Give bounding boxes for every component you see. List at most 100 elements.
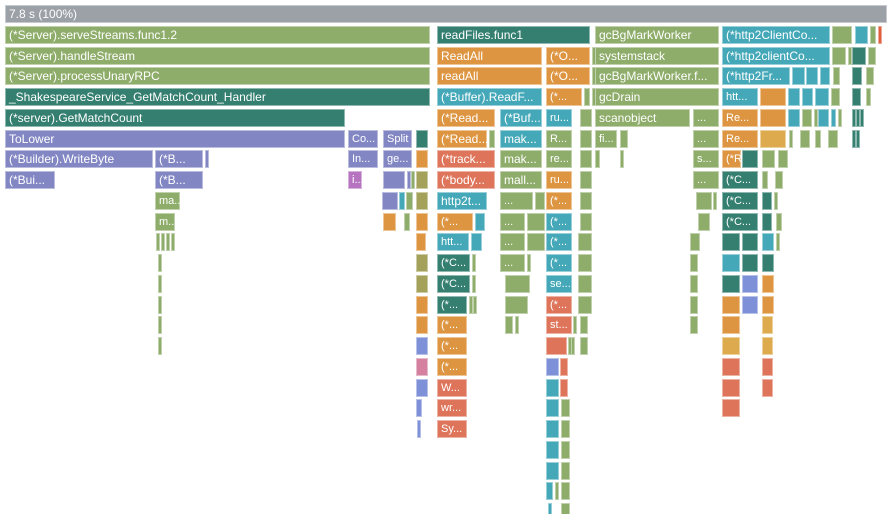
flame-frame-unlabeled[interactable] <box>546 379 559 397</box>
flame-frame-unlabeled[interactable] <box>722 233 740 251</box>
flame-frame[interactable]: Split <box>383 130 412 148</box>
flame-frame-unlabeled[interactable] <box>852 88 861 106</box>
flame-frame[interactable]: W... <box>437 379 467 397</box>
flame-frame[interactable]: readFiles.func1 <box>437 26 590 44</box>
flame-frame-unlabeled[interactable] <box>620 130 628 148</box>
flame-frame-unlabeled[interactable] <box>698 213 710 231</box>
flame-frame-unlabeled[interactable] <box>820 67 830 85</box>
flame-frame[interactable]: (*http2Fr... <box>722 67 790 85</box>
flame-frame-unlabeled[interactable] <box>171 233 175 251</box>
flame-frame[interactable]: (*C... <box>437 254 470 272</box>
flame-frame-unlabeled[interactable] <box>762 192 772 210</box>
flame-frame-unlabeled[interactable] <box>580 150 592 168</box>
flame-frame-unlabeled[interactable] <box>775 171 783 189</box>
flame-frame-unlabeled[interactable] <box>762 150 775 168</box>
flame-frame-unlabeled[interactable] <box>416 275 428 293</box>
flame-frame-unlabeled[interactable] <box>546 399 559 417</box>
flame-frame-unlabeled[interactable] <box>713 192 717 210</box>
flame-frame[interactable]: (*track... <box>437 150 495 168</box>
flame-frame[interactable]: Re... <box>722 109 758 127</box>
flame-frame-unlabeled[interactable] <box>527 254 531 272</box>
flame-frame[interactable]: ru... <box>546 109 572 127</box>
flame-frame[interactable]: (*Server).serveStreams.func1.2 <box>5 26 430 44</box>
flame-frame[interactable]: i... <box>348 171 362 189</box>
flame-frame-unlabeled[interactable] <box>166 233 170 251</box>
flame-frame[interactable]: (*... <box>437 316 467 334</box>
flame-frame[interactable]: R... <box>546 130 572 148</box>
flame-frame[interactable]: (*O... <box>546 67 590 85</box>
flame-frame[interactable]: ... <box>693 171 719 189</box>
flame-frame-unlabeled[interactable] <box>580 213 592 231</box>
flame-frame-unlabeled[interactable] <box>690 296 698 314</box>
flame-frame-unlabeled[interactable] <box>416 254 428 272</box>
flame-frame-unlabeled[interactable] <box>592 47 596 65</box>
flame-frame[interactable]: readAll <box>437 67 542 85</box>
flame-frame-unlabeled[interactable] <box>416 316 428 334</box>
flame-frame[interactable]: (*B... <box>155 150 203 168</box>
flame-frame[interactable]: st... <box>546 316 572 334</box>
flame-frame-unlabeled[interactable] <box>792 67 805 85</box>
flame-frame-unlabeled[interactable] <box>722 254 740 272</box>
flame-frame-unlabeled[interactable] <box>855 26 868 44</box>
flame-frame-unlabeled[interactable] <box>535 192 545 210</box>
flame-frame-unlabeled[interactable] <box>546 441 559 459</box>
flame-frame-unlabeled[interactable] <box>722 316 740 334</box>
flame-frame-unlabeled[interactable] <box>416 192 428 210</box>
flame-frame-unlabeled[interactable] <box>546 337 567 355</box>
flame-frame-unlabeled[interactable] <box>762 171 768 189</box>
flame-frame-unlabeled[interactable] <box>158 275 162 293</box>
flame-frame[interactable]: htt... <box>722 88 758 106</box>
flame-frame[interactable]: _ShakespeareService_GetMatchCount_Handle… <box>5 88 430 106</box>
flame-frame-unlabeled[interactable] <box>560 379 568 397</box>
flame-frame[interactable]: (*Buf... <box>500 109 542 127</box>
flame-frame-unlabeled[interactable] <box>832 26 852 44</box>
flame-frame-unlabeled[interactable] <box>722 358 740 376</box>
flame-frame-unlabeled[interactable] <box>832 47 846 65</box>
flame-frame[interactable]: ToLower <box>5 130 345 148</box>
flame-frame[interactable]: m... <box>155 213 175 231</box>
flame-frame-unlabeled[interactable] <box>469 296 473 314</box>
flame-frame-unlabeled[interactable] <box>578 275 592 293</box>
flame-frame-unlabeled[interactable] <box>473 296 477 314</box>
flame-frame-unlabeled[interactable] <box>561 462 570 480</box>
flame-frame-unlabeled[interactable] <box>802 88 813 106</box>
flame-frame-unlabeled[interactable] <box>555 482 559 500</box>
flame-frame[interactable]: fi... <box>595 130 617 148</box>
flame-frame[interactable]: (*body... <box>437 171 495 189</box>
flame-frame[interactable]: (*C... <box>437 275 470 293</box>
flame-frame-unlabeled[interactable] <box>489 130 495 148</box>
flame-frame-unlabeled[interactable] <box>416 233 426 251</box>
flame-frame[interactable]: Sy... <box>437 420 467 438</box>
flame-frame-unlabeled[interactable] <box>475 213 485 231</box>
flame-frame-unlabeled[interactable] <box>383 171 405 189</box>
flame-frame[interactable]: htt... <box>437 233 469 251</box>
flame-frame-unlabeled[interactable] <box>580 192 592 210</box>
flame-frame-unlabeled[interactable] <box>690 233 700 251</box>
flame-frame-unlabeled[interactable] <box>852 67 862 85</box>
flame-frame-unlabeled[interactable] <box>205 150 209 168</box>
flame-frame-unlabeled[interactable] <box>382 192 398 210</box>
flame-frame-unlabeled[interactable] <box>592 67 596 85</box>
flame-frame[interactable]: (*O... <box>546 47 590 65</box>
flame-frame-unlabeled[interactable] <box>592 88 596 106</box>
flame-frame-unlabeled[interactable] <box>870 26 876 44</box>
flame-frame-unlabeled[interactable] <box>411 171 415 189</box>
flame-frame-unlabeled[interactable] <box>828 130 838 148</box>
flame-frame-unlabeled[interactable] <box>788 109 800 127</box>
flame-frame-unlabeled[interactable] <box>472 275 476 293</box>
flame-frame[interactable]: (*B... <box>155 171 203 189</box>
flame-frame[interactable]: (*C... <box>722 192 758 210</box>
flame-frame[interactable]: se... <box>546 275 572 293</box>
flame-frame-unlabeled[interactable] <box>760 130 786 148</box>
flame-frame-unlabeled[interactable] <box>776 213 782 231</box>
flame-frame[interactable]: ... <box>500 192 533 210</box>
flame-frame-unlabeled[interactable] <box>580 316 588 334</box>
flame-frame-unlabeled[interactable] <box>578 296 592 314</box>
flame-frame-unlabeled[interactable] <box>696 192 712 210</box>
flame-frame[interactable]: http2t... <box>437 192 487 210</box>
flame-frame-unlabeled[interactable] <box>762 337 773 355</box>
flame-frame-unlabeled[interactable] <box>546 358 559 376</box>
flame-frame-unlabeled[interactable] <box>416 150 428 168</box>
flame-frame-unlabeled[interactable] <box>742 233 758 251</box>
flame-frame-unlabeled[interactable] <box>573 316 577 334</box>
